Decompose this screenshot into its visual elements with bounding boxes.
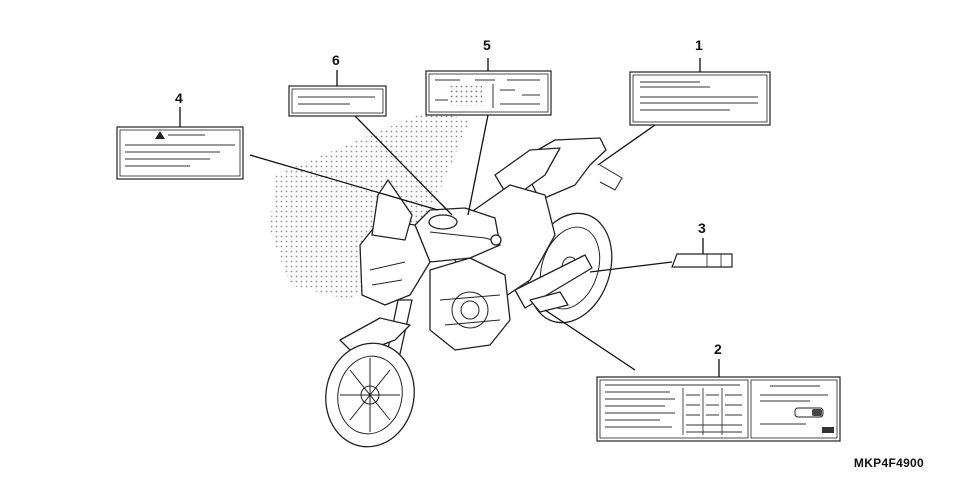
fuel-cap xyxy=(428,214,458,230)
label-1 xyxy=(629,71,771,126)
callout-6: 6 xyxy=(332,52,340,68)
label-4 xyxy=(116,126,244,180)
drawing-code: MKP4F4900 xyxy=(853,456,924,470)
label-3 xyxy=(671,253,733,268)
label-5 xyxy=(425,70,552,116)
warning-triangle-icon xyxy=(155,131,165,139)
callout-5: 5 xyxy=(483,37,491,53)
callout-3: 3 xyxy=(698,220,706,236)
leader-lines xyxy=(179,58,720,377)
background-logo xyxy=(270,110,470,300)
swing-arm xyxy=(514,254,593,309)
label-2 xyxy=(596,376,841,442)
label-6 xyxy=(288,85,387,117)
engine xyxy=(429,257,511,351)
callout-2: 2 xyxy=(714,341,722,357)
callout-1: 1 xyxy=(695,37,703,53)
windscreen xyxy=(371,179,413,241)
motorcycle xyxy=(325,137,623,448)
callout-4: 4 xyxy=(175,90,183,106)
